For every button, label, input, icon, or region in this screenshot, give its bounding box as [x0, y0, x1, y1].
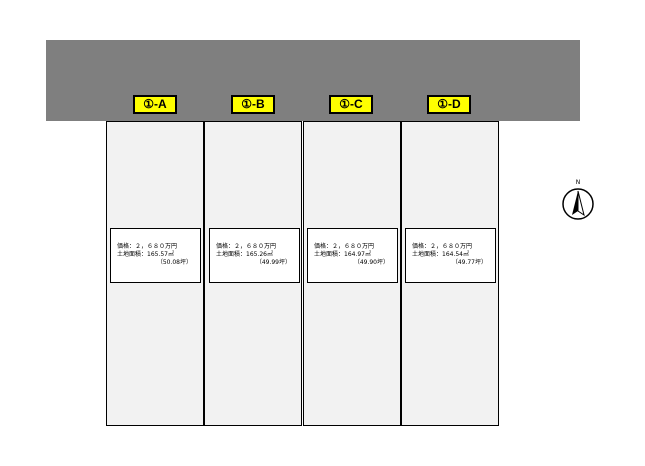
lot-area-c: 土地面積：164.97㎡	[314, 251, 371, 258]
road	[46, 40, 580, 121]
lot-tsubo-d: （49.77坪）	[451, 259, 487, 266]
lot-tsubo-a: （50.08坪）	[156, 259, 192, 266]
lot-info-d: 価格：２，６８０万円 土地面積：164.54㎡ （49.77坪）	[405, 228, 496, 283]
lot-price-b: 価格：２，６８０万円	[216, 243, 277, 250]
lot-label-c: ①-C	[329, 95, 373, 114]
lot-price-a: 価格：２，６８０万円	[117, 243, 178, 250]
lot-area-b: 土地面積：165.26㎡	[216, 251, 273, 258]
lot-tsubo-c: （49.90坪）	[353, 259, 389, 266]
north-arrow-icon: N	[562, 179, 594, 220]
lot-info-c: 価格：２，６８０万円 土地面積：164.97㎡ （49.90坪）	[307, 228, 398, 283]
lot-label-d: ①-D	[427, 95, 471, 114]
lot-price-d: 価格：２，６８０万円	[412, 243, 473, 250]
lot-info-a: 価格：２，６８０万円 土地面積：165.57㎡ （50.08坪）	[110, 228, 201, 283]
lot-label-b: ①-B	[231, 95, 275, 114]
lot-info-b: 価格：２，６８０万円 土地面積：165.26㎡ （49.99坪）	[209, 228, 300, 283]
lot-tsubo-b: （49.99坪）	[255, 259, 291, 266]
compass-label: N	[576, 179, 581, 186]
lot-price-c: 価格：２，６８０万円	[314, 243, 375, 250]
lot-area-a: 土地面積：165.57㎡	[117, 251, 174, 258]
lot-area-d: 土地面積：164.54㎡	[412, 251, 469, 258]
lot-label-a: ①-A	[133, 95, 177, 114]
